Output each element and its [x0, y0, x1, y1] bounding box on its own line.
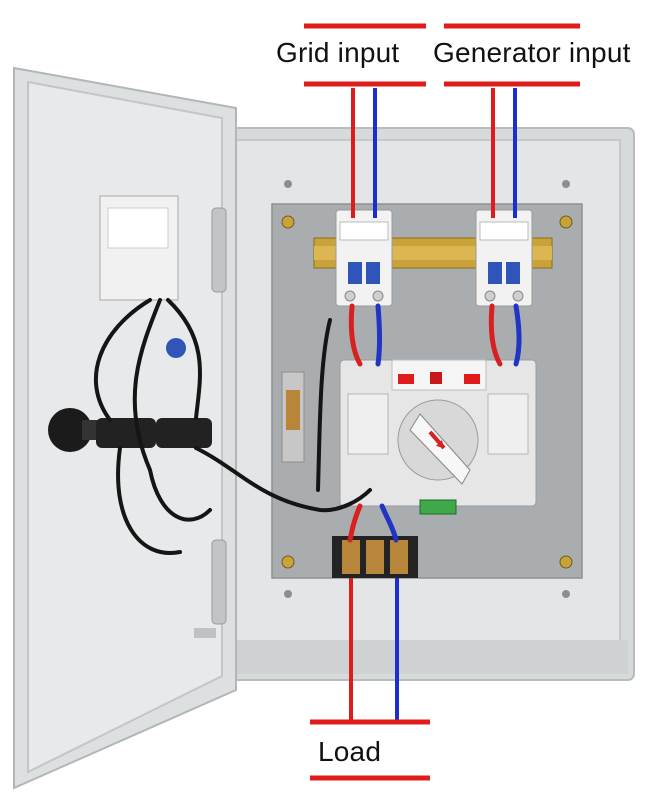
generator-input-wires [491, 88, 517, 218]
cabinet-door [13, 66, 237, 790]
door-cable-bundle [93, 298, 372, 555]
load-wires [349, 578, 399, 720]
ats-selector-knob-icon [397, 399, 479, 485]
grid-breaker [335, 209, 393, 307]
load-label: Load [318, 736, 382, 767]
label-bars [304, 23, 580, 781]
terminal-block [332, 536, 418, 578]
grid-input-wires [351, 88, 377, 218]
internal-wires [347, 303, 522, 543]
side-terminal [281, 371, 305, 463]
generator-breaker [475, 209, 533, 307]
generator-input-label: Generator input [433, 37, 631, 68]
grid-input-label: Grid input [276, 37, 400, 68]
ats-unit [339, 359, 537, 515]
